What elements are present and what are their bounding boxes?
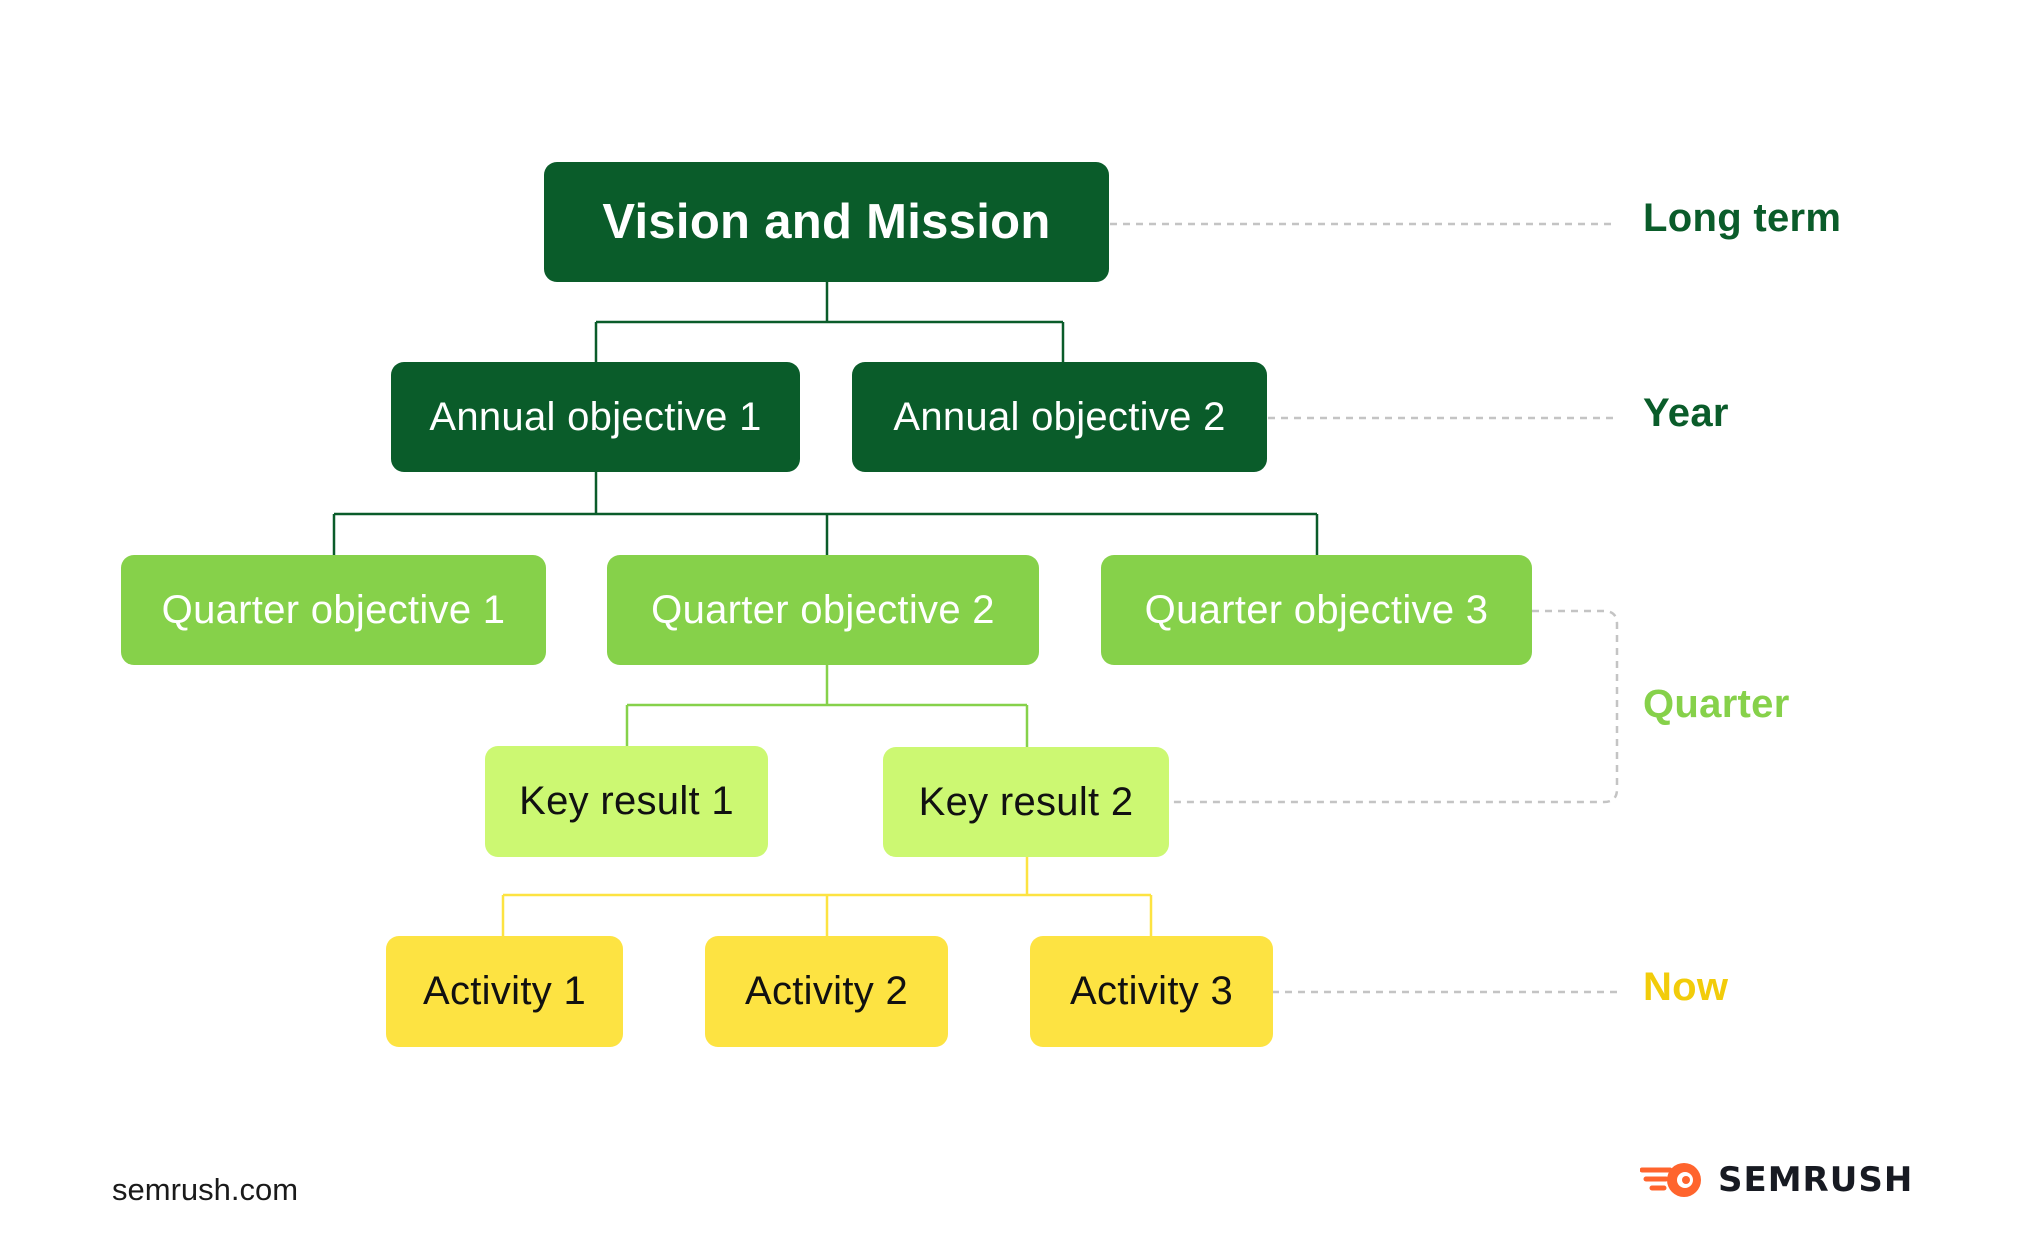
annual-objective-2-label: Annual objective 2: [893, 394, 1226, 439]
key-result-1-box: Key result 1: [485, 746, 768, 857]
key-result-1-label: Key result 1: [519, 779, 734, 823]
vision-mission-label: Vision and Mission: [602, 195, 1051, 249]
annual-objective-1-box: Annual objective 1: [391, 362, 800, 472]
quarter-objective-1-label: Quarter objective 1: [161, 587, 506, 632]
quarter-objective-3-label: Quarter objective 3: [1144, 587, 1489, 632]
activity-2-label: Activity 2: [744, 969, 909, 1013]
quarter-objective-3-box: Quarter objective 3: [1101, 555, 1532, 665]
quarter-objective-2-box: Quarter objective 2: [607, 555, 1039, 665]
annual-to-quarter-connector: [332, 472, 1319, 555]
activity-1-label: Activity 1: [422, 969, 587, 1013]
key-result-2-label: Key result 2: [918, 779, 1134, 824]
key-result-to-activity-connector: [501, 857, 1153, 936]
annual-objective-2-box: Annual objective 2: [852, 362, 1267, 472]
annual-objective-1-label: Annual objective 1: [429, 394, 762, 439]
activity-1-box: Activity 1: [386, 936, 623, 1047]
quarter-objective-2-label: Quarter objective 2: [651, 587, 995, 632]
tier-label-now: Now: [1643, 965, 1729, 1009]
semrush-brand: SEMRUSH: [1640, 1160, 1913, 1200]
tier-label-quarter: Quarter: [1643, 682, 1790, 726]
semrush-wordmark: SEMRUSH: [1718, 1160, 1914, 1200]
quarter-to-key-result-connector: [625, 665, 1029, 747]
vision-mission-box: Vision and Mission: [544, 162, 1109, 282]
tier-dashed-leaders: [1110, 222, 1619, 994]
activity-3-label: Activity 3: [1069, 969, 1234, 1013]
semrush-logo-icon: [1640, 1163, 1701, 1197]
key-result-2-box: Key result 2: [883, 747, 1169, 857]
tier-label-year: Year: [1643, 391, 1729, 435]
quarter-objective-1-box: Quarter objective 1: [121, 555, 546, 665]
tier-label-long-term: Long term: [1643, 196, 1842, 240]
quarter-bracket: [1170, 609, 1619, 804]
activity-3-box: Activity 3: [1030, 936, 1273, 1047]
root-to-annual-connector: [594, 282, 1065, 362]
activity-2-box: Activity 2: [705, 936, 948, 1047]
footer-site-url: semrush.com: [112, 1172, 299, 1207]
